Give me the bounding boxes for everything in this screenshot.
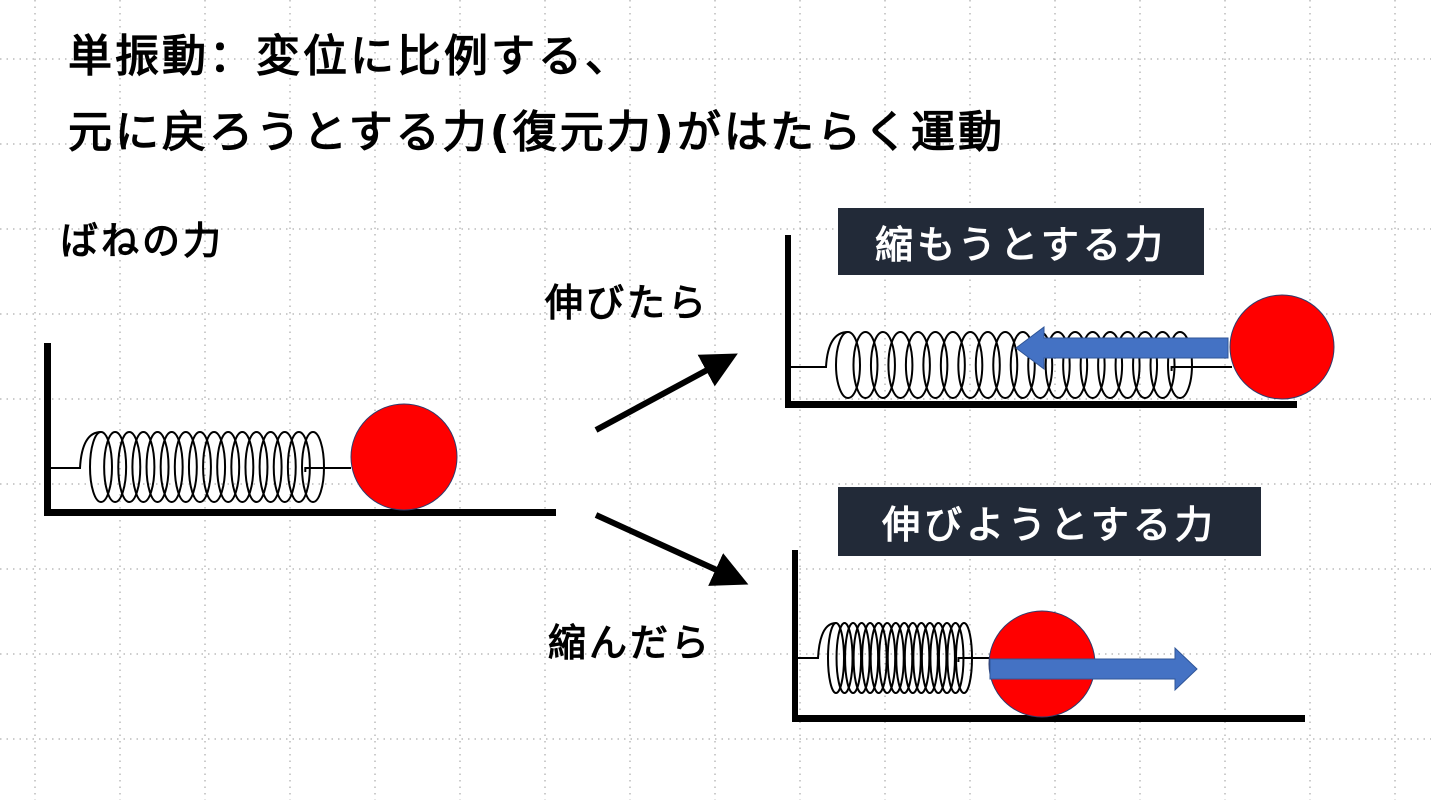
diagram-stretched [785, 235, 1335, 408]
spring-coil [131, 431, 156, 503]
wall [785, 235, 791, 407]
spring-coil [159, 431, 184, 503]
spring-coil [272, 431, 297, 503]
spring-coil [1079, 331, 1106, 399]
spring-coil [852, 622, 871, 694]
spring-coil [895, 622, 914, 694]
spring-coil [903, 622, 922, 694]
arrow-to-compressed [594, 512, 749, 586]
spring-compressed [798, 622, 990, 694]
spring-coil [827, 622, 845, 694]
spring-coil [258, 431, 283, 503]
spring-coil [939, 331, 966, 399]
spring-coil [244, 431, 269, 503]
spring-coil [1114, 331, 1141, 399]
branch-compressed-label: 縮んだら [548, 621, 713, 665]
spring-coil [1167, 331, 1193, 399]
spring-coil [844, 622, 863, 694]
spring-coil [117, 431, 142, 503]
spring-coil [89, 431, 113, 503]
spring-coil [904, 331, 931, 399]
spring-coil [835, 331, 861, 399]
spring-coil [835, 622, 854, 694]
arrow-to-stretched [594, 353, 738, 433]
wall [44, 343, 51, 515]
spring-lead [51, 431, 102, 469]
spring-coil [1009, 331, 1036, 399]
restoring-force-arrow-left [1015, 326, 1229, 370]
title-line-2: 元に戻ろうとする力(復元力)がはたらく運動 [68, 107, 1006, 158]
restoring-force-arrow-right [989, 646, 1198, 692]
restoring-force-label-compressed: 伸びようとする力 [882, 503, 1217, 547]
spring-coil [861, 622, 880, 694]
wall [792, 550, 798, 722]
spring-coil [852, 331, 879, 399]
section-label: ばねの力 [60, 219, 225, 263]
spring-coil [230, 431, 255, 503]
spring-coil [869, 622, 888, 694]
spring-coil [1132, 331, 1159, 399]
spring-lead [791, 331, 849, 368]
spring-coil [992, 331, 1019, 399]
spring-lead [1170, 366, 1232, 371]
restoring-force-box-stretched: 縮もうとする力 [838, 208, 1204, 275]
spring-lead [798, 622, 837, 659]
spring-coil [145, 431, 170, 503]
spring-coil [957, 331, 984, 399]
spring-coil [887, 331, 914, 399]
spring-coil [187, 431, 212, 503]
spring-coil [1062, 331, 1089, 399]
spring-coil [103, 431, 128, 503]
spring-coil [920, 622, 939, 694]
spring-coil [1044, 331, 1071, 399]
floor [44, 509, 556, 516]
spring-coil [202, 431, 227, 503]
branch-stretched-label: 伸びたら [545, 281, 710, 325]
spring-natural [51, 431, 351, 503]
spring-coil [1149, 331, 1176, 399]
spring-coil [886, 622, 905, 694]
spring-coil [878, 622, 897, 694]
spring-coil [869, 331, 896, 399]
spring-coil [974, 331, 1001, 399]
spring-coil [216, 431, 241, 503]
ball-stretched [1229, 294, 1335, 400]
spring-stretched [791, 331, 1232, 399]
spring-lead [304, 467, 351, 472]
spring-coil [173, 431, 198, 503]
restoring-force-box-compressed: 伸びようとする力 [838, 487, 1261, 556]
restoring-force-label-stretched: 縮もうとする力 [875, 223, 1167, 267]
spring-coil [1097, 331, 1124, 399]
title-line-1: 単振動：変位に比例する、 [68, 31, 632, 82]
spring-coil [937, 622, 956, 694]
floor [792, 715, 1305, 722]
ball-natural [350, 403, 458, 511]
diagram-compressed [792, 550, 1305, 722]
spring-coil [922, 331, 949, 399]
diagram-natural [44, 343, 556, 516]
spring-lead [957, 657, 990, 662]
spring-coil [929, 622, 948, 694]
spring-coil [912, 622, 931, 694]
floor [785, 401, 1297, 408]
